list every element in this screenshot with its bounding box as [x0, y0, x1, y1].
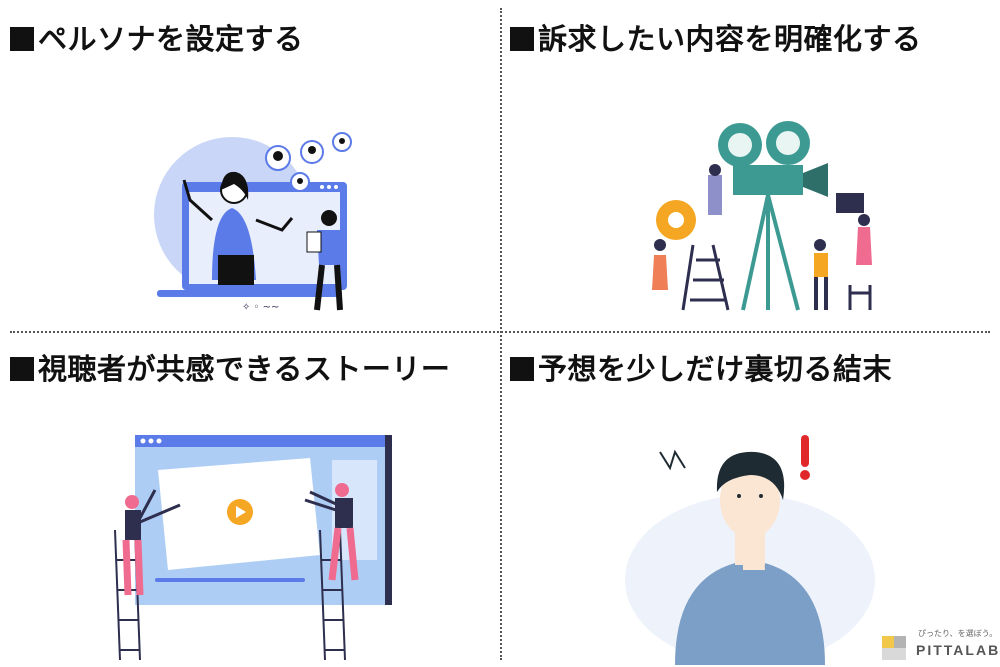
- persona-illustration: ✧ ◦ ~~: [154, 132, 352, 313]
- logo-mark-icon: [882, 636, 906, 660]
- quadrant-empathetic-story: 視聴者が共感できるストーリー: [10, 340, 500, 660]
- video-player-illustration: [114, 435, 392, 660]
- surprised-person-illustration: [625, 435, 875, 665]
- square-bullet-icon: [10, 357, 34, 381]
- quadrant-clarify-appeal: 訴求したい内容を明確化する: [510, 10, 1000, 330]
- logo-name: PITTALAB: [916, 642, 1000, 658]
- quadrant-title: ペルソナを設定する: [10, 16, 304, 58]
- svg-text:✧ ◦ ~~: ✧ ◦ ~~: [242, 302, 279, 313]
- quadrant-title: 予想を少しだけ裏切る結末: [510, 346, 892, 388]
- square-bullet-icon: [510, 357, 534, 381]
- quadrant-surprise-ending: 予想を少しだけ裏切る結末: [510, 340, 1000, 665]
- pittalab-logo: ぴったり、を選ぼう。 PITTALAB: [880, 628, 998, 664]
- square-bullet-icon: [10, 27, 34, 51]
- logo-tagline: ぴったり、を選ぼう。: [918, 629, 998, 638]
- square-bullet-icon: [510, 27, 534, 51]
- film-crew-illustration: [652, 121, 872, 311]
- quadrant-title: 訴求したい内容を明確化する: [510, 16, 922, 58]
- quadrant-title: 視聴者が共感できるストーリー: [10, 346, 450, 388]
- vertical-divider: [500, 8, 502, 660]
- quadrant-persona: ペルソナを設定する ✧ ◦ ~~: [10, 10, 500, 330]
- horizontal-divider: [10, 331, 990, 333]
